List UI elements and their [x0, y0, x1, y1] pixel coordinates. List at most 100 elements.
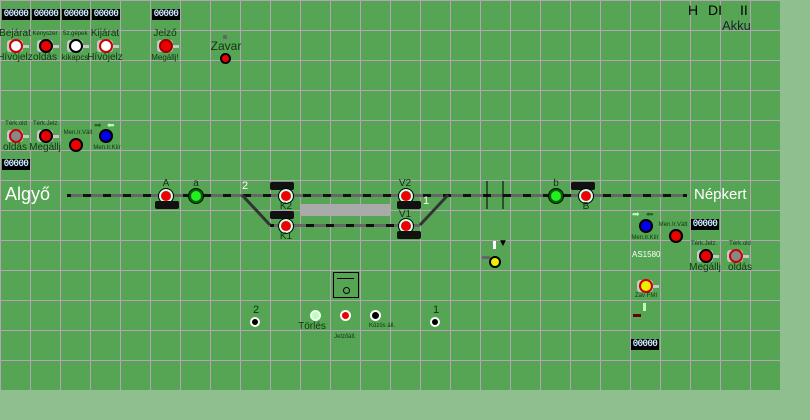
counter: 00000: [32, 9, 60, 20]
lamp-icon: [430, 317, 440, 327]
button-label: Men.Ir.Kiír: [93, 145, 121, 151]
button-label: Men.Ir.Vált: [658, 222, 688, 228]
shunt-signal-icon: [397, 201, 421, 209]
button-label: Térk.Jelz.: [32, 121, 60, 127]
button-label: Megállj: [29, 142, 61, 153]
lamp-icon: [489, 256, 501, 268]
switch-2-label[interactable]: 2: [242, 180, 249, 192]
signal-label: a: [193, 178, 199, 189]
fmi-indicator: [643, 303, 646, 311]
button-label: Men.Ir.Kiír: [631, 235, 659, 241]
key-box[interactable]: [333, 272, 359, 298]
key-hole-icon: [343, 287, 350, 294]
button-label: Megállj: [689, 262, 721, 273]
lamp-icon: [250, 317, 260, 327]
shunt-signal-icon: [270, 182, 294, 190]
button-label: Hívójelz: [87, 52, 123, 63]
signal-label: b: [553, 178, 559, 189]
button-label: oldás: [33, 52, 57, 63]
signal-label: V2: [398, 178, 412, 189]
button-label: 1: [432, 304, 440, 316]
lamp-icon: [310, 310, 321, 321]
counter: 00000: [2, 159, 30, 170]
lamp-icon: [699, 249, 713, 263]
switch-1-label[interactable]: 1: [423, 195, 430, 207]
lamp-icon: [39, 39, 53, 53]
lamp-icon: [9, 129, 23, 143]
shunt-signal-icon: [571, 182, 595, 190]
switch-diagonals: [240, 181, 504, 227]
arrow-left-icon: ⬅: [646, 209, 654, 219]
counter: 00000: [691, 219, 719, 230]
counter: 00000: [62, 9, 90, 20]
signal-lamp-icon: [188, 188, 204, 204]
button-label: Kijárat: [90, 28, 120, 39]
lamp-icon: [370, 310, 381, 321]
signal-label: A: [162, 178, 170, 189]
signal-label: K1: [279, 231, 293, 242]
button-label: Törlés: [298, 321, 326, 332]
lamp-icon: [220, 53, 231, 64]
button-label: oldás: [3, 142, 27, 153]
signal-label: K2: [279, 201, 293, 212]
status-di: DI: [708, 2, 722, 18]
counter: 00000: [92, 9, 120, 20]
main-track[interactable]: [67, 194, 687, 197]
signal-label: V1: [398, 209, 412, 220]
signal-lamp-icon: [278, 218, 294, 234]
button-label: Hívójelz: [0, 52, 33, 63]
lamp-icon: [639, 279, 653, 293]
lamp-icon: [99, 129, 113, 143]
signal-lamp-icon: [278, 188, 294, 204]
lamp-icon: [340, 310, 351, 321]
interlocking-panel: 00000 00000 00000 00000 00000 00000 0000…: [0, 0, 780, 390]
status-h: H: [688, 2, 699, 18]
status-akku: Akku: [722, 18, 751, 33]
button-label: Közös áll.: [368, 323, 396, 329]
button-label: Térk.Jelz.: [690, 241, 718, 247]
zavar-label: Zavar: [210, 39, 242, 53]
button-label: Sz.gépek: [62, 31, 88, 37]
indicator-dot: [223, 35, 227, 39]
button-label: Jelző: [153, 28, 177, 39]
button-label: Bejárat: [0, 28, 31, 39]
lamp-icon: [99, 39, 113, 53]
button-label: Men.Ir.Vált: [63, 130, 93, 136]
bell-icon: ▼: [498, 238, 508, 249]
signal-lamp-icon: [548, 188, 564, 204]
shunt-signal-icon: [155, 201, 179, 209]
button-label: Jelzőáll.: [334, 334, 356, 340]
lamp-icon: [69, 39, 83, 53]
lamp-icon: [159, 39, 173, 53]
station-nepkert: Népkert: [694, 186, 747, 203]
counter: 00000: [152, 9, 180, 20]
button-label: Megállj!: [151, 53, 179, 62]
siding-track[interactable]: [270, 224, 420, 227]
button-label: oldás: [728, 262, 752, 273]
lamp-icon: [639, 219, 653, 233]
button-label: Kényszer: [32, 31, 58, 37]
button-label: Térk.old: [729, 241, 751, 247]
shunt-signal-icon: [270, 211, 294, 219]
lamp-icon: [69, 138, 83, 152]
station-algyo: Algyő: [5, 184, 51, 204]
key-slot-icon: [337, 278, 354, 279]
indicator-dot: [482, 256, 490, 259]
counter: 00000: [2, 9, 30, 20]
lamp-icon: [39, 129, 53, 143]
fmi-indicator: [633, 314, 641, 317]
block-label: AS1580: [632, 250, 661, 259]
signal-lamp-icon: [578, 188, 594, 204]
lamp-icon: [729, 249, 743, 263]
button-label: 2: [252, 304, 260, 316]
lamp-icon: [9, 39, 23, 53]
button-label: Zav FMI: [635, 293, 657, 299]
button-label: Térk.old: [5, 121, 27, 127]
counter: 00000: [631, 339, 659, 350]
lamp-icon: [669, 229, 683, 243]
platform: [300, 204, 390, 216]
arrow-right-icon: ➡: [632, 209, 640, 219]
shunt-signal-icon: [397, 231, 421, 239]
button-label: kikapcs: [61, 53, 89, 62]
status-ii: II: [740, 2, 748, 18]
